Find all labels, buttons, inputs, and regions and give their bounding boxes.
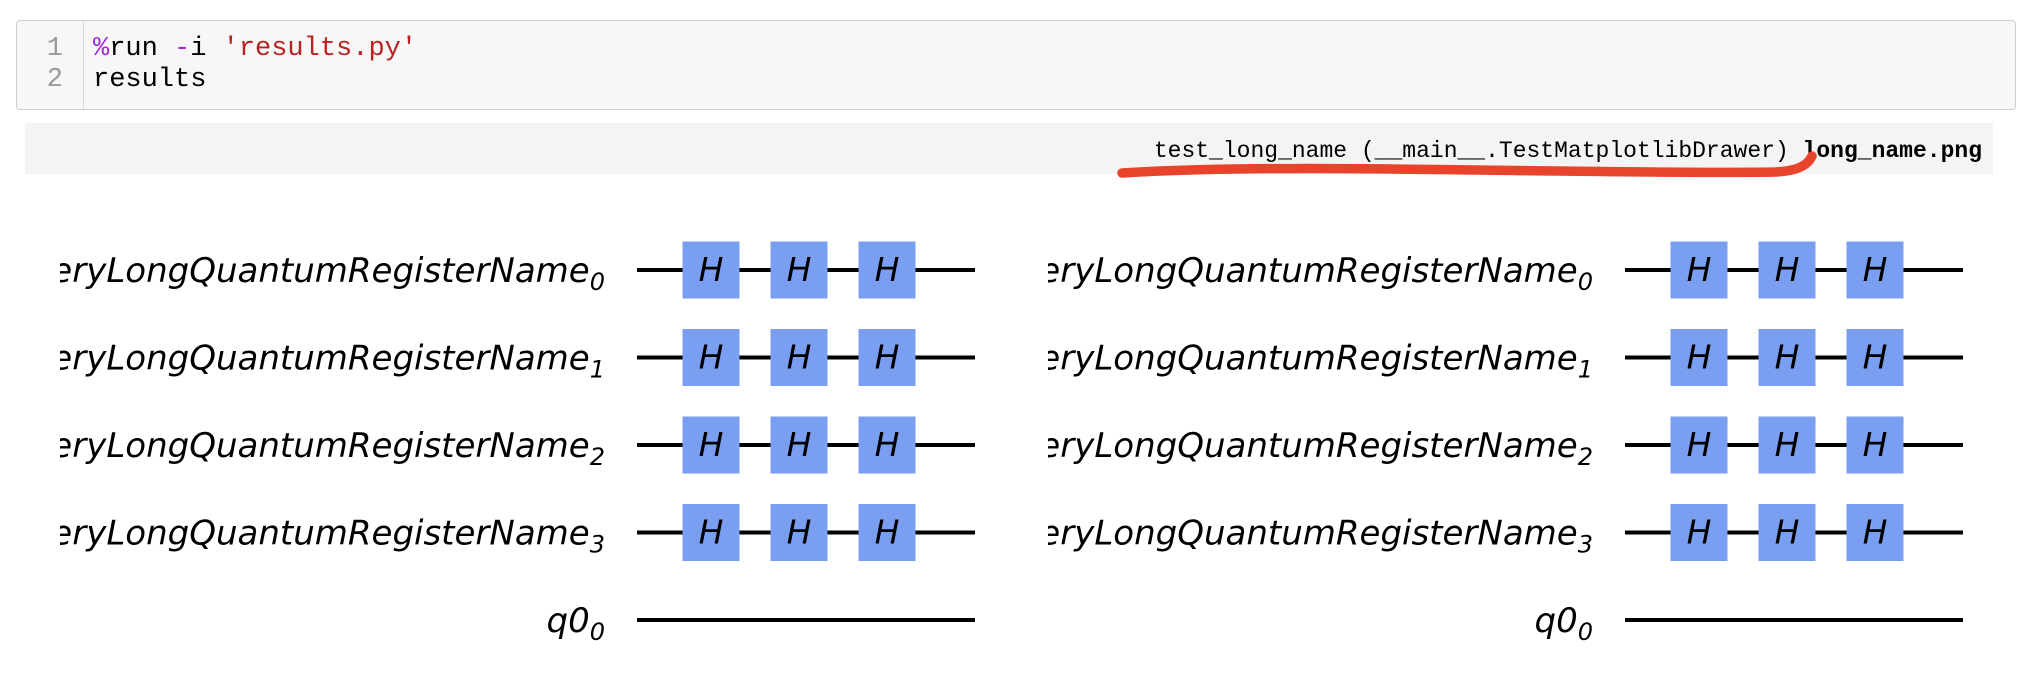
register-index-subscript: 3	[1578, 531, 1593, 559]
h-gate-label: H	[1687, 338, 1712, 377]
h-gate-box	[858, 241, 916, 299]
register-index-subscript: 0	[590, 618, 605, 646]
register-label: veryLongQuantumRegisterName0	[1048, 251, 1593, 296]
h-gate-box	[1670, 504, 1728, 561]
register-index-subscript: 2	[590, 443, 605, 471]
code-token-magic: -	[174, 34, 191, 64]
h-gate-box	[1670, 416, 1728, 474]
h-gate-box	[770, 504, 828, 561]
test-output-banner: test_long_name (__main__.TestMatplotlibD…	[25, 123, 1993, 174]
register-label: veryLongQuantumRegisterName0	[60, 251, 605, 296]
register-index-subscript: 2	[1578, 443, 1593, 471]
h-gate-label: H	[699, 250, 724, 289]
h-gate-label: H	[875, 250, 900, 289]
h-gate-box	[858, 416, 916, 474]
code-token-string: 'results.py'	[222, 34, 418, 64]
h-gate-label: H	[1863, 513, 1888, 552]
h-gate-label: H	[875, 425, 900, 464]
h-gate-label: H	[699, 425, 724, 464]
register-label: veryLongQuantumRegisterName1	[1048, 339, 1593, 384]
h-gate-label: H	[1775, 338, 1800, 377]
h-gate-box	[858, 329, 916, 386]
h-gate-label: H	[1863, 425, 1888, 464]
h-gate-label: H	[699, 338, 724, 377]
register-index-subscript: 0	[1578, 268, 1593, 296]
h-gate-label: H	[1863, 250, 1888, 289]
h-gate-box	[1758, 241, 1816, 299]
h-gate-label: H	[699, 513, 724, 552]
h-gate-box	[1670, 241, 1728, 299]
register-label: veryLongQuantumRegisterName1	[60, 339, 605, 384]
test-name-text: test_long_name (__main__.TestMatplotlibD…	[1153, 138, 1803, 164]
code-line[interactable]: %run -i 'results.py'	[93, 34, 2015, 65]
h-gate-label: H	[1687, 250, 1712, 289]
h-gate-box	[1846, 416, 1904, 474]
h-gate-box	[1846, 329, 1904, 386]
output-file-name: long_name.png	[1802, 138, 1982, 164]
register-label: veryLongQuantumRegisterName3	[60, 514, 605, 559]
code-token-plain	[158, 34, 174, 64]
h-gate-label: H	[1687, 513, 1712, 552]
register-label: veryLongQuantumRegisterName3	[1048, 514, 1593, 559]
h-gate-box	[1758, 504, 1816, 561]
register-index-subscript: 0	[590, 268, 605, 296]
register-label: q00	[547, 601, 606, 646]
code-line[interactable]: results	[93, 65, 2015, 96]
code-token-plain: results	[93, 65, 207, 95]
h-gate-box	[770, 416, 828, 474]
h-gate-box	[770, 329, 828, 386]
h-gate-box	[858, 504, 916, 561]
red-underline-stroke	[1117, 151, 1817, 178]
h-gate-label: H	[1775, 513, 1800, 552]
h-gate-box	[682, 416, 740, 474]
h-gate-box	[770, 241, 828, 299]
h-gate-label: H	[1687, 425, 1712, 464]
h-gate-label: H	[787, 250, 812, 289]
code-token-plain: run	[109, 34, 158, 64]
h-gate-label: H	[875, 338, 900, 377]
h-gate-label: H	[1775, 250, 1800, 289]
h-gate-box	[682, 241, 740, 299]
register-index-subscript: 1	[1578, 356, 1593, 384]
h-gate-label: H	[787, 338, 812, 377]
h-gate-box	[1846, 241, 1904, 299]
h-gate-label: H	[787, 513, 812, 552]
register-index-subscript: 1	[590, 356, 605, 384]
line-number: 1	[46, 34, 63, 64]
register-index-subscript: 3	[590, 531, 605, 559]
code-editor[interactable]: %run -i 'results.py'results	[84, 21, 2015, 109]
h-gate-box	[682, 329, 740, 386]
h-gate-box	[1758, 416, 1816, 474]
h-gate-label: H	[1775, 425, 1800, 464]
register-label: veryLongQuantumRegisterName2	[1048, 426, 1593, 471]
h-gate-label: H	[1863, 338, 1888, 377]
register-label: q00	[1535, 601, 1594, 646]
register-label: veryLongQuantumRegisterName2	[60, 426, 605, 471]
h-gate-box	[1670, 329, 1728, 386]
code-token-magic: %	[93, 34, 110, 64]
code-token-plain	[206, 34, 222, 64]
register-index-subscript: 0	[1578, 618, 1593, 646]
h-gate-label: H	[875, 513, 900, 552]
red-underline-annotation	[1117, 151, 1817, 178]
h-gate-box	[1846, 504, 1904, 561]
line-number: 2	[46, 65, 63, 95]
h-gate-label: H	[787, 425, 812, 464]
h-gate-box	[1758, 329, 1816, 386]
code-token-plain: i	[190, 34, 207, 64]
h-gate-box	[682, 504, 740, 561]
